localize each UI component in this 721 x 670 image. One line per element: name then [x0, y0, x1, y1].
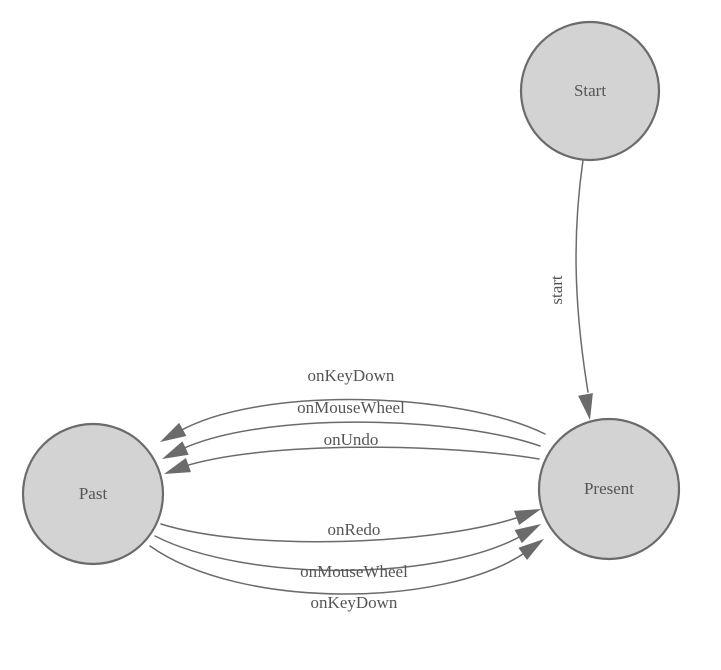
edge-label-past-to-present-onkeydown: onKeyDown: [311, 593, 398, 612]
node-start[interactable]: Start: [519, 20, 661, 162]
edges-layer: [149, 159, 593, 595]
node-circle-start[interactable]: [519, 20, 661, 162]
edge-arrowhead: [518, 539, 544, 561]
node-past[interactable]: Past: [21, 422, 165, 566]
edge-line: [154, 534, 524, 572]
edge-arrowhead: [578, 393, 593, 420]
edge-present-to-past-onmousewheel: [162, 421, 541, 459]
node-label-past: Past: [79, 484, 108, 503]
node-label-present: Present: [584, 479, 634, 498]
edge-past-to-present-onkeydown: [149, 539, 544, 595]
edge-label-past-to-present-onredo: onRedo: [328, 520, 381, 539]
edge-line: [149, 545, 527, 595]
edge-line: [179, 421, 541, 451]
edge-line: [181, 446, 540, 468]
edge-line: [177, 398, 546, 435]
edge-label-start-to-present: start: [547, 275, 566, 305]
edge-label-past-to-present-onmousewheel: onMouseWheel: [300, 562, 408, 581]
node-present[interactable]: Present: [537, 417, 681, 561]
node-label-start: Start: [574, 81, 606, 100]
edge-line: [575, 159, 589, 393]
node-circle-past[interactable]: [21, 422, 165, 566]
edge-line: [160, 515, 523, 543]
edge-arrowhead: [162, 441, 189, 459]
edge-labels-layer: start onKeyDown onMouseWheel onUndo onRedo on…: [297, 275, 566, 612]
edge-arrowhead: [514, 509, 541, 525]
edge-label-present-to-past-onundo: onUndo: [324, 430, 379, 449]
edge-present-to-past-onkeydown: [160, 398, 546, 442]
edge-arrowhead: [514, 524, 541, 544]
edge-start-to-present: [575, 159, 593, 420]
edge-past-to-present-onredo: [160, 509, 541, 543]
node-circle-present[interactable]: [537, 417, 681, 561]
edge-label-present-to-past-onkeydown: onKeyDown: [308, 366, 395, 385]
edge-past-to-present-onmousewheel: [154, 524, 541, 572]
edge-present-to-past-onundo: [164, 446, 540, 474]
edge-label-present-to-past-onmousewheel: onMouseWheel: [297, 398, 405, 417]
edge-arrowhead: [164, 458, 191, 474]
edge-arrowhead: [160, 422, 187, 442]
